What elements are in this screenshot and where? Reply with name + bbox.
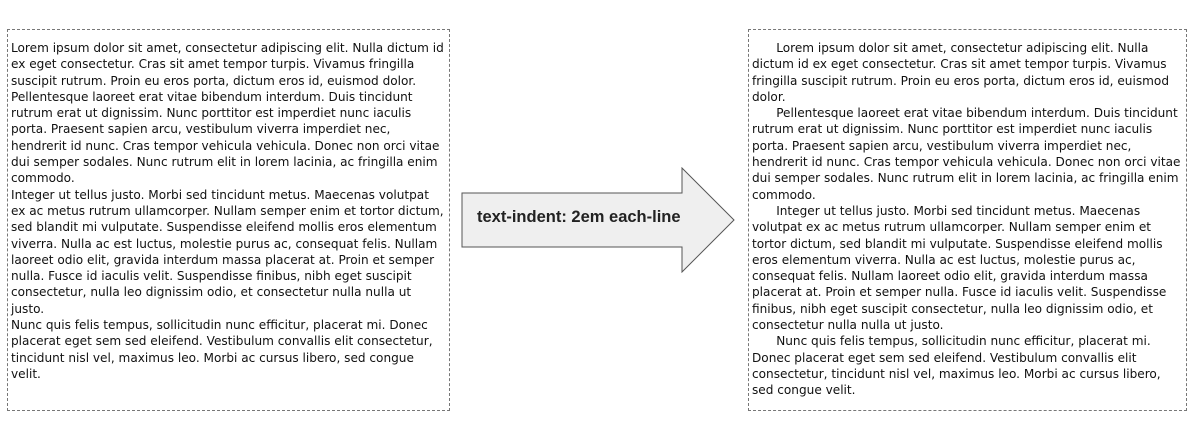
arrow-shape	[461, 167, 735, 273]
right-arrow-icon	[461, 167, 735, 273]
after-text-box: Lorem ipsum dolor sit amet, consectetur …	[748, 29, 1187, 411]
paragraph-4: Nunc quis felis tempus, sollicitudin nun…	[11, 318, 433, 381]
paragraph-3: Integer ut tellus justo. Morbi sed tinci…	[11, 187, 444, 316]
paragraph-1: Lorem ipsum dolor sit amet, consectetur …	[752, 41, 1169, 104]
before-text-box: Lorem ipsum dolor sit amet, consectetur …	[7, 29, 450, 411]
arrow-label: text-indent: 2em each-line	[477, 208, 681, 226]
paragraph-1: Lorem ipsum dolor sit amet, consectetur …	[11, 41, 444, 88]
paragraph-4: Nunc quis felis tempus, sollicitudin nun…	[752, 334, 1161, 398]
paragraph-2: Pellentesque laoreet erat vitae bibendum…	[752, 106, 1181, 202]
paragraph-3: Integer ut tellus justo. Morbi sed tinci…	[752, 203, 1167, 333]
paragraph-2: Pellentesque laoreet erat vitae bibendum…	[11, 89, 440, 186]
